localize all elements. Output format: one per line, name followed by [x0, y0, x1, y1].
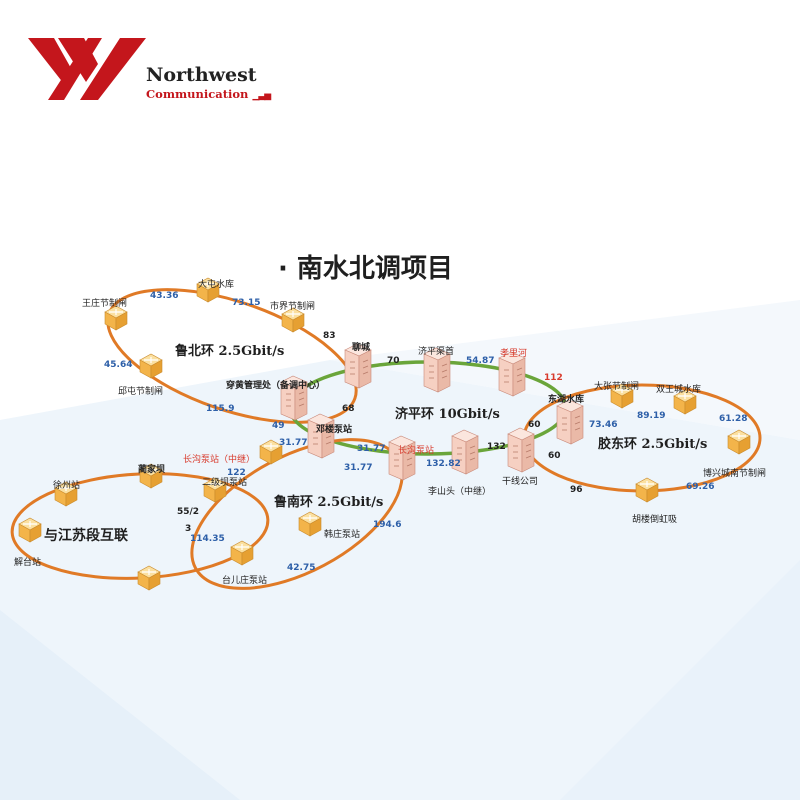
- link-value: 55/2: [177, 507, 199, 517]
- node-label-xuzhou: 徐州站: [53, 479, 80, 491]
- node-label-dadian: 大屯水库: [198, 278, 234, 290]
- node-label-boxing: 博兴城南节制闸: [703, 467, 766, 479]
- node-icons: [18, 277, 751, 591]
- switch-icon: [137, 565, 161, 591]
- switch-icon: [298, 511, 322, 537]
- building-icon: [388, 435, 416, 481]
- node-label-dazhang: 大张节制闸: [594, 380, 639, 392]
- link-value: 89.19: [637, 411, 665, 421]
- signal-bars-icon: ▁▃▅: [252, 91, 271, 101]
- node-label-jiping-qs: 济平渠首: [418, 345, 454, 357]
- switch-icon: [18, 517, 42, 543]
- building-icon: [507, 427, 535, 473]
- link-value: 42.75: [287, 563, 315, 573]
- node-label-xiaoli: 孝里河: [500, 347, 527, 359]
- link-value: 132.82: [426, 459, 461, 469]
- link-value: 31.77: [344, 463, 372, 473]
- link-value: 73.15: [232, 298, 260, 308]
- node-label-taierzhuang: 台儿庄泵站: [222, 574, 267, 586]
- link-value: 45.64: [104, 360, 132, 370]
- building-icon: [307, 413, 335, 459]
- ring-label-jiangsu: 与江苏段互联: [44, 527, 129, 544]
- link-value: 83: [323, 331, 336, 341]
- node-label-linjiaba: 蔺家坝: [138, 463, 165, 475]
- link-value: 61.28: [719, 414, 747, 424]
- node-label-hulou: 胡楼倒虹吸: [632, 513, 677, 525]
- northwest-logo: [28, 38, 146, 100]
- link-value: 115.9: [206, 404, 234, 414]
- switch-icon: [635, 477, 659, 503]
- link-value: 132: [487, 442, 506, 452]
- node-label-qiutun: 邱屯节制闸: [118, 385, 163, 397]
- link-value: 3: [185, 524, 191, 534]
- link-value: 194.6: [373, 520, 401, 530]
- link-value: 49: [272, 421, 285, 431]
- link-value: 73.46: [589, 420, 617, 430]
- link-value: 112: [544, 373, 563, 383]
- company-name: Northwest: [146, 64, 257, 86]
- link-value: 60: [528, 420, 541, 430]
- ring-label-lunan: 鲁南环 2.5Gbit/s: [274, 494, 383, 510]
- node-label-donghu: 东湖水库: [548, 393, 584, 405]
- node-label-denglou: 邓楼泵站: [316, 423, 352, 435]
- company-subtitle-text: Communication: [146, 87, 249, 101]
- ring-label-jiping: 济平环 10Gbit/s: [395, 406, 500, 422]
- node-label-jietai: 解台站: [14, 556, 41, 568]
- node-label-wangzhuang: 王庄节制闸: [82, 297, 127, 309]
- link-value: 31.77: [357, 444, 385, 454]
- link-value: 114.35: [190, 534, 225, 544]
- link-value: 70: [387, 356, 400, 366]
- page-title: · 南水北调项目: [278, 254, 453, 284]
- building-icon: [556, 399, 584, 445]
- link-value: 96: [570, 485, 583, 495]
- node-label-shijie: 市界节制闸: [270, 300, 315, 312]
- link-value: 31.77: [279, 438, 307, 448]
- node-label-changgou-zj: 长沟泵站（中继）: [183, 453, 255, 465]
- ring-label-jiaodong: 胶东环 2.5Gbit/s: [598, 436, 707, 452]
- link-value: 54.87: [466, 356, 494, 366]
- switch-icon: [727, 429, 751, 455]
- node-label-lishantou: 李山头（中继）: [428, 485, 491, 497]
- link-value: 60: [548, 451, 561, 461]
- link-value: 43.36: [150, 291, 178, 301]
- company-subtitle: Communication ▁▃▅: [146, 87, 271, 101]
- node-label-liaocheng: 聊城: [352, 341, 370, 353]
- switch-icon: [139, 353, 163, 379]
- node-label-hanzhuang: 韩庄泵站: [324, 528, 360, 540]
- ring-label-lubei: 鲁北环 2.5Gbit/s: [175, 343, 284, 359]
- link-value: 122: [227, 468, 246, 478]
- node-label-erjiba: 二级坝泵站: [202, 476, 247, 488]
- link-value: 69.26: [686, 482, 714, 492]
- node-label-ganxian: 干线公司: [502, 475, 538, 487]
- switch-icon: [230, 540, 254, 566]
- node-label-shuangwang: 双王城水库: [656, 383, 701, 395]
- node-label-chuanhuang: 穿黄管理处（备调中心）: [226, 379, 325, 391]
- link-value: 68: [342, 404, 355, 414]
- node-label-changgou: 长沟泵站: [398, 444, 434, 456]
